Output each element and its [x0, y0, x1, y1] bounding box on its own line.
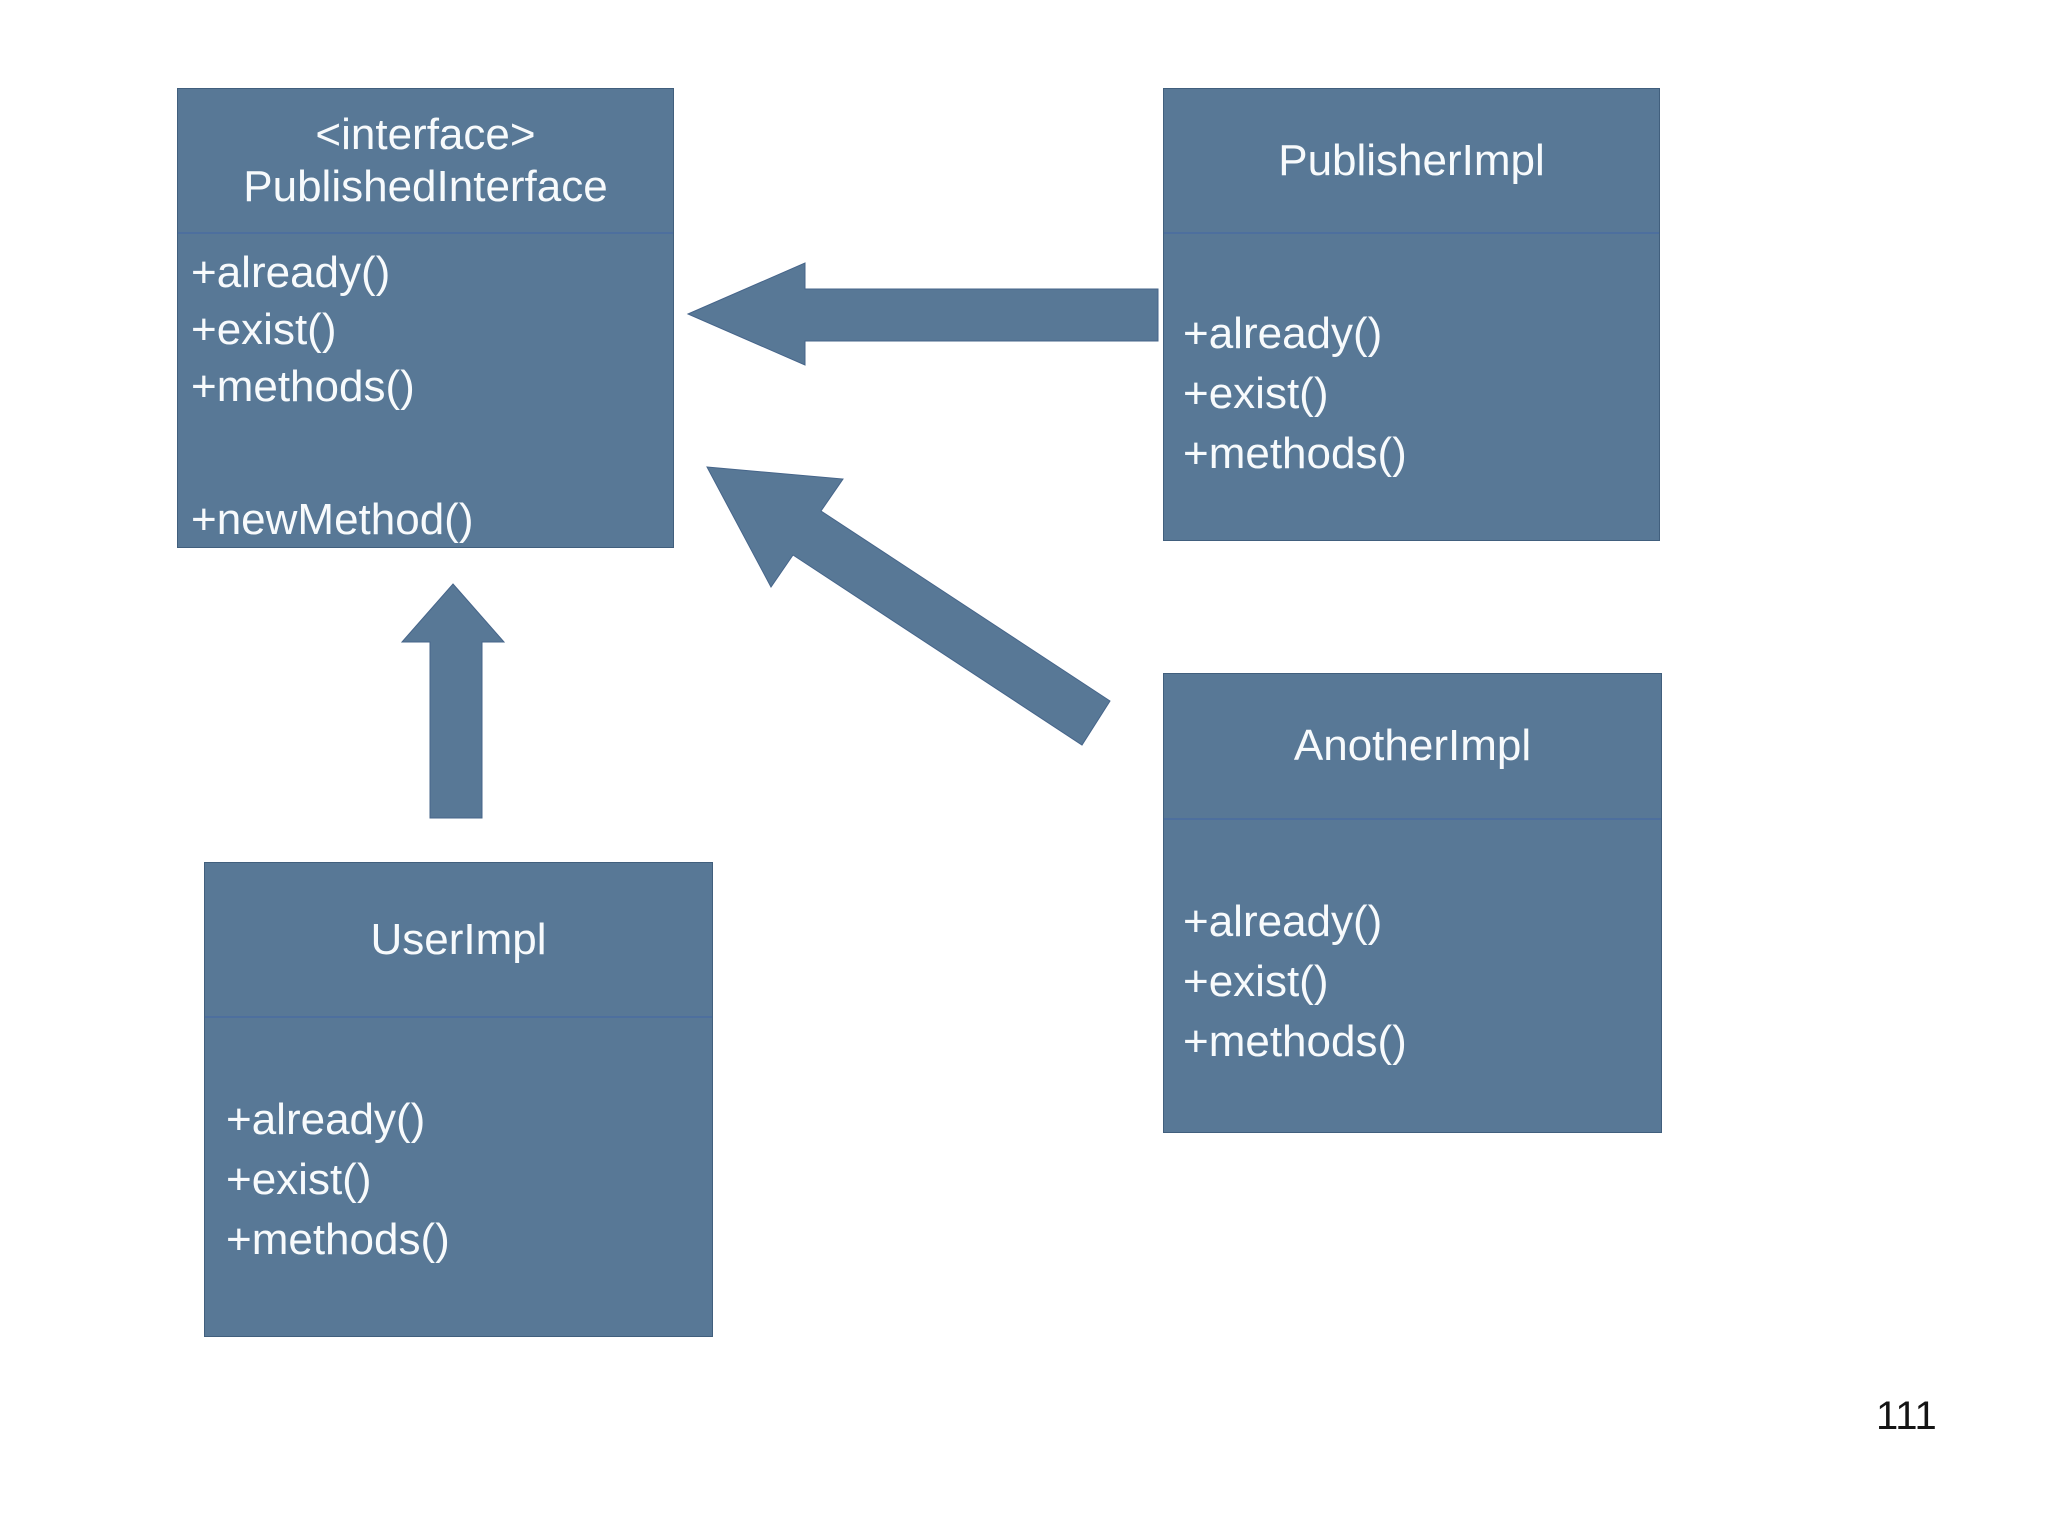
- class-box-publisher-impl: PublisherImpl +already() +exist() +metho…: [1163, 88, 1660, 541]
- class-name: AnotherImpl: [1293, 721, 1532, 770]
- arrow-anotherimpl-to-interface-icon: [706, 466, 1111, 746]
- method-item: +exist(): [1183, 369, 1329, 418]
- method-item: +already(): [191, 248, 391, 297]
- class-name: PublishedInterface: [243, 161, 608, 211]
- method-item: +methods(): [191, 362, 415, 411]
- arrow-publisherimpl-to-interface-icon: [686, 262, 1159, 366]
- class-methods: +already() +exist() +methods(): [205, 1018, 712, 1270]
- class-box-user-impl: UserImpl +already() +exist() +methods(): [204, 862, 713, 1337]
- method-item: +methods(): [1183, 429, 1407, 478]
- class-stereotype: <interface>: [315, 109, 536, 159]
- method-item: +already(): [1183, 897, 1383, 946]
- class-header: PublisherImpl: [1164, 89, 1659, 234]
- page-number: 111: [1876, 1394, 1937, 1438]
- class-name: UserImpl: [370, 914, 547, 964]
- method-item: +exist(): [1183, 957, 1329, 1006]
- method-item: +methods(): [1183, 1017, 1407, 1066]
- arrow-userimpl-to-interface-icon: [400, 583, 506, 819]
- method-item: +exist(): [191, 305, 337, 354]
- method-item: +methods(): [226, 1215, 450, 1264]
- method-item-new: +newMethod(): [191, 495, 474, 544]
- method-item: +already(): [226, 1095, 426, 1144]
- class-header: <interface> PublishedInterface: [178, 89, 673, 234]
- class-name: PublisherImpl: [1278, 135, 1545, 185]
- class-box-published-interface: <interface> PublishedInterface +already(…: [177, 88, 674, 548]
- class-box-another-impl: AnotherImpl +already() +exist() +methods…: [1163, 673, 1662, 1133]
- class-header: UserImpl: [205, 863, 712, 1018]
- class-methods: +already() +exist() +methods() +newMetho…: [178, 234, 673, 547]
- class-methods: +already() +exist() +methods(): [1164, 234, 1659, 484]
- class-header: AnotherImpl: [1164, 674, 1661, 820]
- method-item: +exist(): [226, 1155, 372, 1204]
- class-methods: +already() +exist() +methods(): [1164, 820, 1661, 1072]
- method-item: +already(): [1183, 309, 1383, 358]
